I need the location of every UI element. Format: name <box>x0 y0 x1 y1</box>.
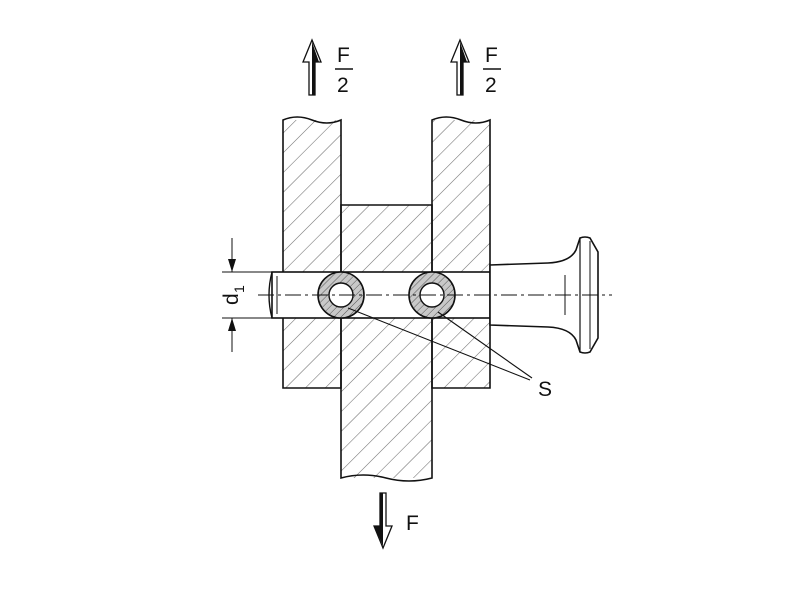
left-outer-plate <box>282 116 342 389</box>
svg-text:F: F <box>337 44 350 67</box>
svg-text:2: 2 <box>337 74 349 97</box>
force-arrow-left-icon <box>302 38 322 96</box>
right-outer-plate <box>431 116 491 389</box>
svg-text:F: F <box>485 44 498 67</box>
diameter-dimension: d 1 <box>220 238 272 352</box>
diameter-label: d <box>220 293 243 305</box>
diameter-subscript: 1 <box>231 285 247 293</box>
force-label-right: F 2 <box>483 44 501 97</box>
shear-plane-label: S <box>538 378 552 401</box>
middle-plate <box>340 204 433 482</box>
force-label-left: F 2 <box>335 44 353 97</box>
force-arrow-right-icon <box>450 38 470 96</box>
svg-text:2: 2 <box>485 74 497 97</box>
force-label-bottom: F <box>406 512 419 535</box>
shear-leader-lines <box>347 307 533 381</box>
force-arrow-bottom-icon <box>373 492 393 550</box>
